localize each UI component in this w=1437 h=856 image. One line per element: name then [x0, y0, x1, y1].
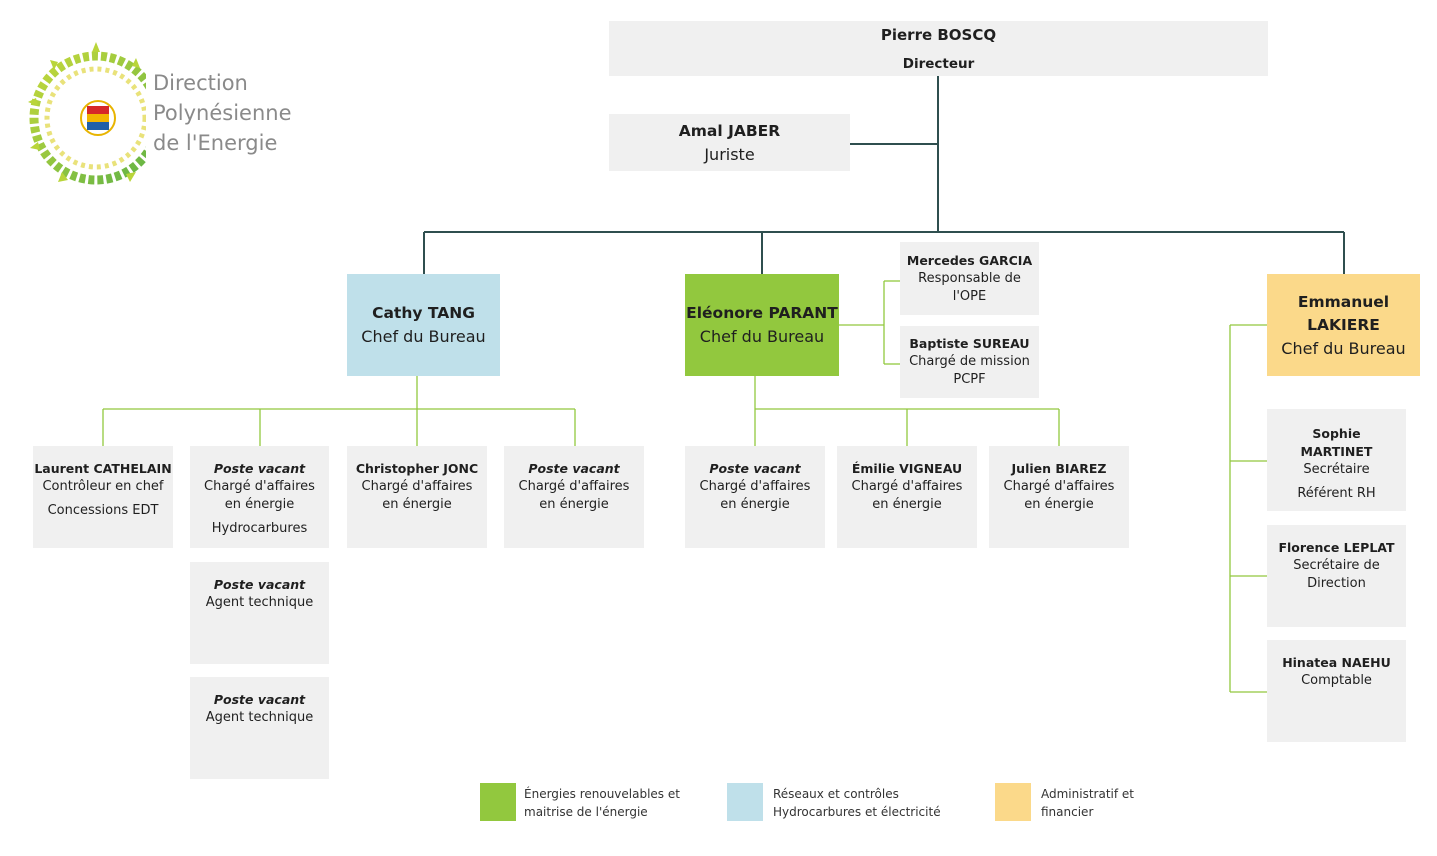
legal-box: Amal JABER Juriste: [609, 114, 850, 171]
legend-label-admin: Administratif et financier: [1041, 787, 1134, 819]
director-role: Directeur: [902, 56, 975, 72]
staff-name: Poste vacant: [709, 461, 801, 476]
bureau-admin-role: Chef du Bureau: [1281, 338, 1406, 358]
bureau-admin-name-first: Emmanuel: [1297, 292, 1390, 311]
staff-box: Sophie MARTINET Secrétaire Référent RH: [1267, 409, 1406, 511]
staff-box: Poste vacant Chargé d'affaires en énergi…: [685, 446, 825, 548]
advisor-box: Mercedes GARCIA Responsable de l'OPE: [900, 242, 1039, 315]
staff-role: Chargé d'affaires en énergie: [851, 479, 963, 512]
bureau-networks-name: Cathy TANG: [372, 304, 475, 322]
staff-name: Poste vacant: [528, 461, 620, 476]
staff-name: Émilie VIGNEAU: [851, 461, 963, 476]
staff-box: Émilie VIGNEAU Chargé d'affaires en éner…: [837, 446, 977, 548]
staff-extra: Concessions EDT: [47, 503, 159, 518]
staff-role: Chargé d'affaires en énergie: [361, 479, 473, 512]
staff-box: Laurent CATHELAIN Contrôleur en chef Con…: [33, 446, 173, 548]
director-name: Pierre BOSCQ: [880, 26, 997, 44]
advisor-role: Chargé de mission PCPF: [909, 354, 1030, 387]
staff-name: Julien BIAREZ: [1011, 461, 1107, 476]
bureau-networks-role: Chef du Bureau: [361, 327, 486, 346]
legend-swatch-admin: [995, 783, 1031, 821]
staff-box: Christopher JONC Chargé d'affaires en én…: [347, 446, 487, 548]
staff-role: Chargé d'affaires en énergie: [204, 479, 315, 512]
staff-box: Poste vacant Chargé d'affaires en énergi…: [190, 446, 329, 548]
staff-role: Agent technique: [205, 595, 314, 610]
legal-name: Amal JABER: [678, 121, 781, 140]
staff-name: Poste vacant: [213, 692, 306, 707]
staff-box: Poste vacant Chargé d'affaires en énergi…: [504, 446, 644, 548]
logo-line-1: Direction: [153, 71, 248, 95]
legal-role: Juriste: [704, 144, 755, 164]
staff-role: Chargé d'affaires en énergie: [518, 479, 630, 512]
staff-role: Secrétaire de Direction: [1293, 558, 1380, 591]
logo-wordmark: Direction Polynésienne de l'Energie: [153, 68, 292, 158]
bureau-renewables-role: Chef du Bureau: [699, 327, 825, 346]
advisor-name: Mercedes GARCIA: [906, 252, 1033, 268]
staff-role: Agent technique: [205, 710, 314, 725]
director-box: Pierre BOSCQ Directeur: [609, 21, 1268, 76]
logo-line-2: Polynésienne: [153, 101, 292, 125]
staff-name-last: MARTINET: [1300, 444, 1373, 459]
bureau-admin-name-last: LAKIERE: [1307, 315, 1380, 334]
staff-role: Chargé d'affaires en énergie: [1003, 479, 1115, 512]
advisor-role: Responsable de l'OPE: [918, 270, 1021, 304]
staff-name: Laurent CATHELAIN: [34, 461, 172, 476]
logo-line-3: de l'Energie: [153, 131, 278, 155]
advisor-box: Baptiste SUREAU Chargé de mission PCPF: [900, 326, 1039, 398]
staff-box: Julien BIAREZ Chargé d'affaires en énerg…: [989, 446, 1129, 548]
logo: [18, 30, 308, 200]
staff-name: Poste vacant: [213, 577, 306, 592]
legend-label-renewables: Énergies renouvelables et maitrise de l'…: [524, 787, 680, 819]
staff-extra: Hydrocarbures: [211, 521, 308, 536]
staff-name: Hinatea NAEHU: [1282, 655, 1391, 670]
legend-swatch-renewables: [480, 783, 516, 821]
bureau-networks-head: Cathy TANG Chef du Bureau: [347, 274, 500, 376]
bureau-renewables-name: Eléonore PARANT: [686, 304, 838, 322]
staff-name: Poste vacant: [213, 461, 306, 476]
staff-box: Florence LEPLAT Secrétaire de Direction: [1267, 525, 1406, 627]
legend-label-networks: Réseaux et contrôles Hydrocarbures et él…: [773, 787, 941, 819]
staff-role: Contrôleur en chef: [42, 479, 164, 494]
staff-name-first: Sophie: [1312, 426, 1361, 441]
staff-box: Hinatea NAEHU Comptable: [1267, 640, 1406, 742]
bureau-admin-head: Emmanuel LAKIERE Chef du Bureau: [1267, 274, 1420, 376]
staff-extra: Référent RH: [1297, 486, 1376, 501]
advisor-name: Baptiste SUREAU: [909, 336, 1030, 351]
staff-box: Poste vacant Agent technique: [190, 562, 329, 664]
bureau-renewables-head: Eléonore PARANT Chef du Bureau: [685, 274, 839, 376]
staff-role: Secrétaire: [1303, 462, 1370, 477]
staff-role: Chargé d'affaires en énergie: [699, 479, 811, 512]
staff-name: Christopher JONC: [355, 461, 479, 476]
staff-box: Poste vacant Agent technique: [190, 677, 329, 779]
staff-name: Florence LEPLAT: [1278, 540, 1395, 555]
sun-ring-icon: [28, 42, 168, 185]
legend-swatch-networks: [727, 783, 763, 821]
staff-role: Comptable: [1301, 673, 1372, 688]
